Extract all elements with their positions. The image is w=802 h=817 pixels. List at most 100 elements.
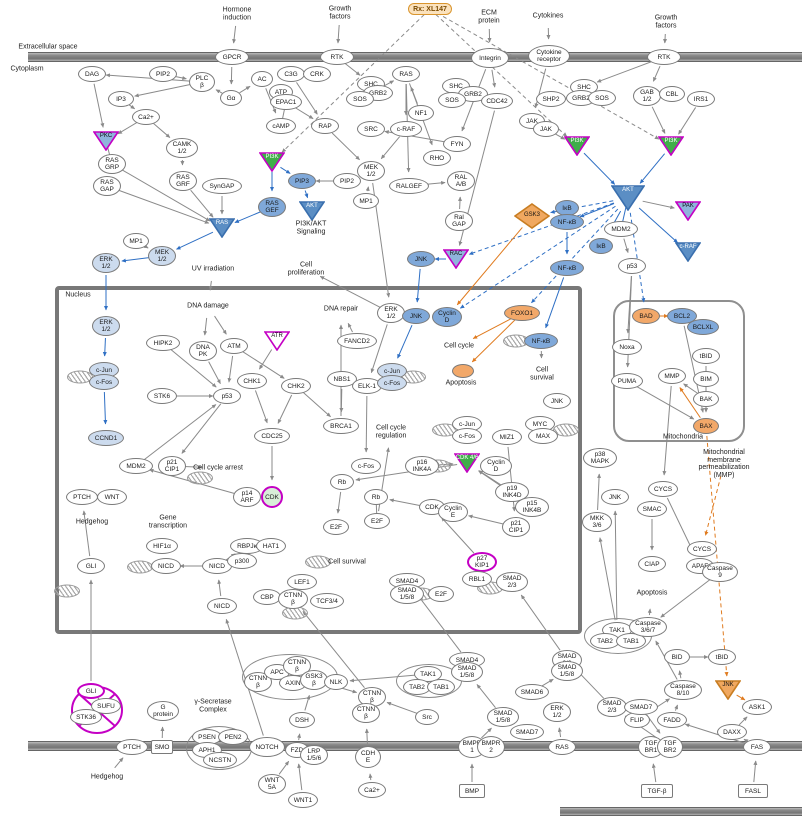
c-fos-c[interactable]: c-Fos — [351, 458, 381, 474]
irs1[interactable]: IRS1 — [687, 91, 715, 107]
nfkb-b[interactable]: NF-κB — [550, 260, 584, 276]
camk[interactable]: CAMK 1/2 — [166, 138, 198, 158]
smad23-c[interactable]: SMAD 2/3 — [597, 697, 627, 717]
sos-a[interactable]: SOS — [346, 91, 374, 107]
ca2-b[interactable]: Ca2+ — [358, 782, 386, 798]
smad6[interactable]: SMAD6 — [515, 684, 549, 700]
cdk46[interactable]: CDK 4/6 — [453, 453, 481, 474]
g-alpha[interactable]: Gα — [220, 90, 242, 106]
tab1-a[interactable]: TAB1 — [616, 633, 646, 649]
mdm2-a[interactable]: MDM2 — [604, 221, 638, 237]
fasl[interactable]: FASL — [738, 784, 768, 798]
bid[interactable]: BID — [664, 649, 690, 665]
ras-gef[interactable]: RAS GEF — [258, 197, 286, 217]
cdc42[interactable]: CDC42 — [481, 93, 513, 109]
cbl[interactable]: CBL — [659, 86, 685, 102]
tbid-b[interactable]: tBID — [708, 649, 736, 665]
mdm2-b[interactable]: MDM2 — [119, 458, 153, 474]
jnk-a[interactable]: JNK — [407, 251, 435, 267]
erk12-a[interactable]: ERK 1/2 — [92, 253, 120, 273]
rho[interactable]: RHO — [423, 150, 451, 166]
tcf34[interactable]: TCF3/4 — [310, 593, 344, 609]
dsh[interactable]: DSH — [289, 712, 315, 728]
p53-a[interactable]: p53 — [618, 258, 646, 274]
lrp[interactable]: LRP 1/5/6 — [300, 745, 328, 765]
rap[interactable]: RAP — [311, 118, 339, 134]
mek12-a[interactable]: MEK 1/2 — [357, 161, 385, 181]
shp2[interactable]: SHP2 — [536, 91, 566, 107]
mek12-b[interactable]: MEK 1/2 — [148, 246, 176, 266]
p21-a[interactable]: p21 CIP1 — [158, 456, 186, 476]
wnt-a[interactable]: WNT — [97, 489, 127, 505]
epac1[interactable]: EPAC1 — [270, 94, 302, 110]
ac[interactable]: AC — [251, 71, 273, 87]
akt-a[interactable]: AKT — [298, 201, 326, 222]
cycc[interactable]: CYCS — [687, 541, 717, 557]
smad7-a[interactable]: SMAD7 — [510, 724, 544, 740]
nlk[interactable]: NLK — [324, 674, 348, 690]
pen2[interactable]: PEN2 — [218, 729, 248, 745]
bclxl[interactable]: BCLXL — [687, 319, 719, 335]
pi3k-a[interactable]: PI3K — [258, 152, 286, 173]
tbid-a[interactable]: tBID — [692, 348, 720, 364]
ras-c[interactable]: RAS — [548, 739, 576, 755]
ikb-b[interactable]: IκB — [589, 238, 613, 254]
ptch-b[interactable]: PTCH — [116, 739, 148, 755]
ralgef[interactable]: RALGEF — [389, 178, 429, 194]
gsk3-b[interactable]: GSK3 β — [300, 670, 328, 690]
p16[interactable]: p16 INK4A — [405, 456, 439, 476]
gsk3[interactable]: GSK3 — [513, 203, 551, 229]
c-raf-b[interactable]: c-RAF — [674, 242, 702, 263]
smad23-a[interactable]: SMAD 2/3 — [496, 572, 528, 592]
smo[interactable]: SMO — [151, 740, 173, 754]
gab12[interactable]: GAB 1/2 — [633, 86, 661, 106]
tab1-b[interactable]: TAB1 — [427, 679, 455, 695]
cdc25[interactable]: CDC25 — [254, 428, 290, 444]
cbp[interactable]: CBP — [253, 589, 281, 605]
p21-b[interactable]: p21 CIP1 — [502, 517, 530, 537]
pip3[interactable]: PIP3 — [288, 173, 316, 189]
apop-blob[interactable] — [452, 364, 474, 378]
p53-b[interactable]: p53 — [213, 388, 241, 404]
p300[interactable]: p300 — [227, 553, 257, 569]
gli-a[interactable]: GLI — [77, 558, 105, 574]
rb-1[interactable]: Rb — [330, 474, 354, 490]
integrin[interactable]: Integrin — [471, 48, 509, 68]
mp1-a[interactable]: MP1 — [353, 193, 379, 209]
hipk2[interactable]: HIPK2 — [146, 335, 180, 351]
gpcr[interactable]: GPCR — [215, 49, 249, 65]
ptch-a[interactable]: PTCH — [66, 489, 98, 505]
c-raf-a[interactable]: c-RAF — [390, 121, 422, 137]
erk12-b[interactable]: ERK 1/2 — [377, 303, 405, 323]
casp367[interactable]: Caspase 3/6/7 — [629, 617, 667, 637]
cyclin-d-b[interactable]: Cyclin D — [432, 307, 462, 327]
puma[interactable]: PUMA — [611, 373, 643, 389]
pkc[interactable]: PKC — [92, 131, 120, 152]
nfkb-c[interactable]: NF-κB — [524, 333, 558, 349]
smad158-d[interactable]: SMAD 1/5/8 — [487, 707, 519, 727]
nicd-a[interactable]: NICD — [151, 558, 181, 574]
cdk-m[interactable]: CDK — [261, 486, 283, 508]
jnk-e[interactable]: JNK — [714, 680, 742, 701]
ras-a[interactable]: RAS — [392, 66, 420, 82]
lef1[interactable]: LEF1 — [287, 574, 317, 590]
jak-b[interactable]: JAK — [533, 121, 559, 137]
bak[interactable]: BAK — [693, 391, 719, 407]
cycs[interactable]: CYCS — [648, 481, 678, 497]
p38[interactable]: p38 MAPK — [583, 448, 617, 468]
casp9[interactable]: Caspase 9 — [702, 562, 738, 582]
src-b[interactable]: Src — [415, 709, 439, 725]
cytokine-receptor[interactable]: Cytokine receptor — [528, 45, 570, 67]
sufu[interactable]: SUFU — [91, 698, 121, 714]
wnt1[interactable]: WNT1 — [288, 792, 318, 808]
p14[interactable]: p14 ARF — [233, 487, 261, 507]
ca2-a[interactable]: Ca2+ — [132, 109, 160, 125]
ciap[interactable]: CIAP — [638, 556, 666, 572]
hif1a[interactable]: HIF1α — [146, 538, 178, 554]
rx-xl147[interactable]: Rx: XL147 — [408, 3, 452, 15]
pip2-a[interactable]: PIP2 — [149, 66, 177, 82]
ras-grf[interactable]: RAS GRF — [169, 171, 197, 191]
ras-grp[interactable]: RAS GRP — [98, 154, 126, 174]
gli-b[interactable]: GLI — [77, 683, 105, 699]
foxo1[interactable]: FOXO1 — [504, 305, 540, 321]
